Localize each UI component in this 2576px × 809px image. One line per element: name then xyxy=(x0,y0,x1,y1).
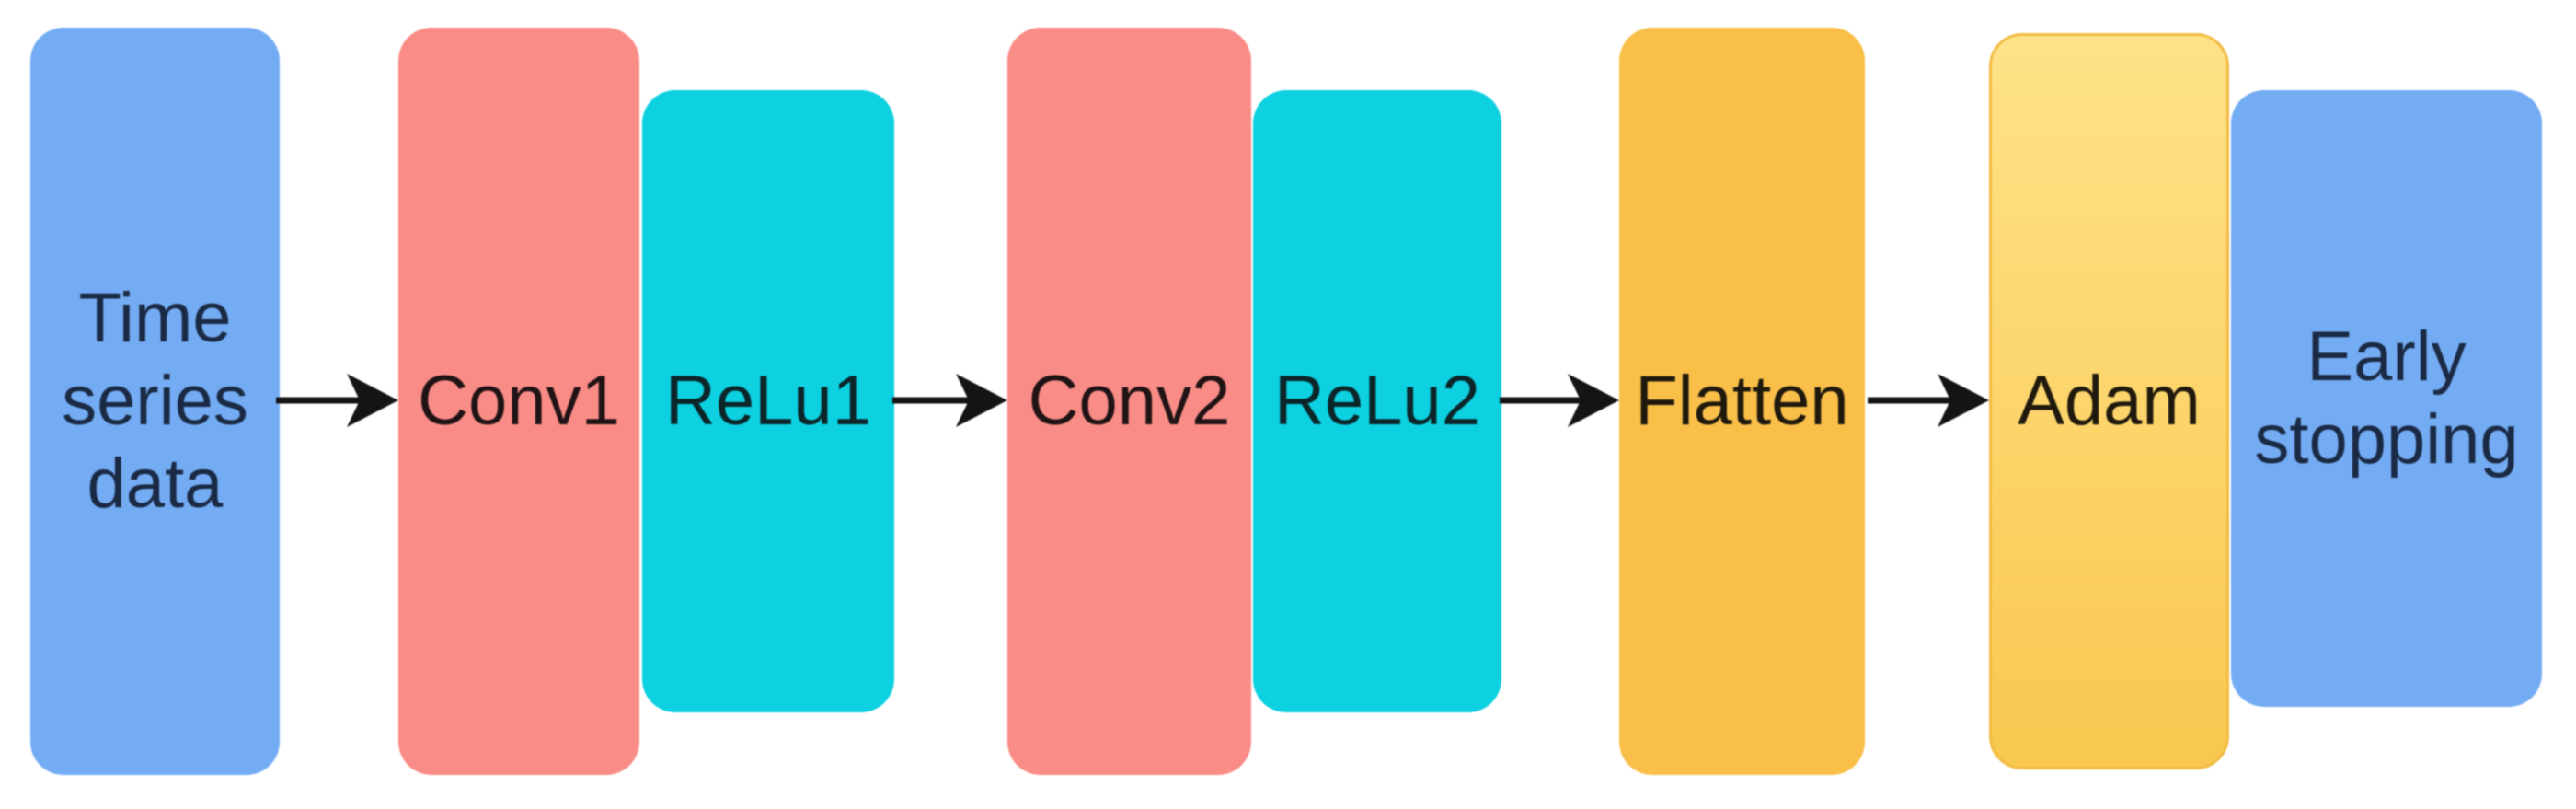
node-early-stopping: Early stopping xyxy=(2231,90,2542,707)
node-label-flatten: Flatten xyxy=(1635,362,1849,441)
node-adam: Adam xyxy=(1989,33,2229,769)
node-label-time-series-data: Time series data xyxy=(62,279,248,523)
node-conv1: Conv1 xyxy=(398,28,639,775)
node-label-conv2: Conv2 xyxy=(1028,362,1231,441)
node-label-adam: Adam xyxy=(2018,362,2201,441)
arrow-time-series-to-conv1 xyxy=(276,374,398,427)
node-time-series-data: Time series data xyxy=(30,28,280,775)
node-label-relu1: ReLu1 xyxy=(665,362,871,441)
node-flatten: Flatten xyxy=(1619,28,1865,775)
node-label-relu2: ReLu2 xyxy=(1274,362,1480,441)
node-label-early-stopping: Early stopping xyxy=(2254,318,2519,479)
arrow-relu2-to-flatten xyxy=(1500,374,1619,427)
node-relu2: ReLu2 xyxy=(1253,90,1501,712)
node-label-conv1: Conv1 xyxy=(418,362,620,441)
node-conv2: Conv2 xyxy=(1007,28,1251,775)
arrow-flatten-to-adam xyxy=(1868,374,1989,427)
node-relu1: ReLu1 xyxy=(642,90,894,712)
arrow-relu1-to-conv2 xyxy=(892,374,1007,427)
